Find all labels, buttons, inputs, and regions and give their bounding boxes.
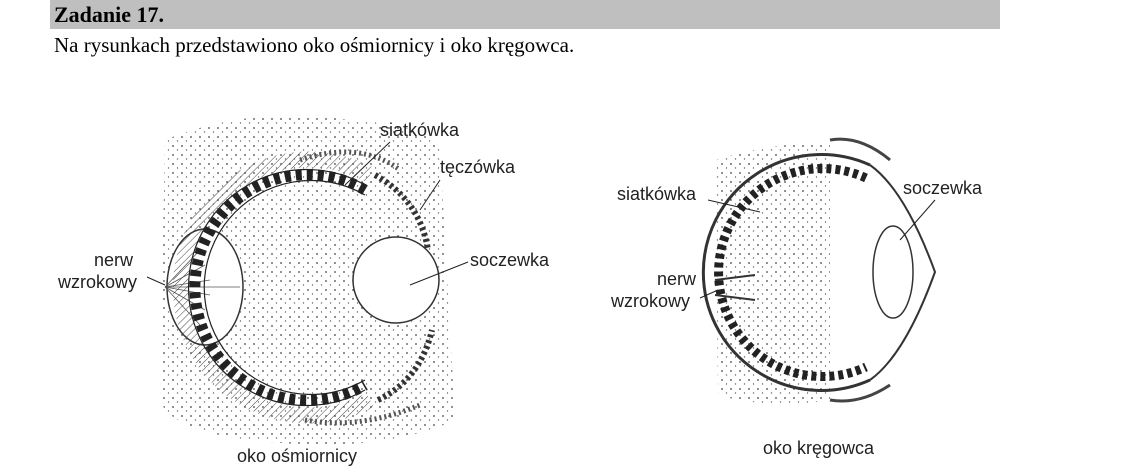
vertebrate-label-nerve-line1: nerw bbox=[657, 269, 697, 289]
octopus-label-nerve-line1: nerw bbox=[94, 250, 134, 270]
vertebrate-caption: oko kręgowca bbox=[763, 438, 875, 458]
octopus-retina bbox=[189, 169, 368, 406]
octopus-caption: oko ośmiornicy bbox=[237, 446, 357, 466]
octopus-lens bbox=[352, 236, 440, 324]
octopus-label-iris: tęczówka bbox=[440, 157, 516, 177]
vertebrate-label-retina: siatkówka bbox=[617, 184, 697, 204]
vertebrate-eye-drawing bbox=[701, 137, 937, 404]
intro-text: Na rysunkach przedstawiono oko ośmiornic… bbox=[54, 33, 575, 57]
octopus-label-retina: siatkówka bbox=[380, 120, 460, 140]
task-header-bar bbox=[50, 0, 1000, 29]
vertebrate-label-nerve-line2: wzrokowy bbox=[610, 291, 690, 311]
task-title: Zadanie 17. bbox=[54, 2, 165, 27]
octopus-label-nerve-line2: wzrokowy bbox=[57, 272, 137, 292]
vertebrate-optic-nerve bbox=[714, 274, 756, 301]
vertebrate-cornea bbox=[869, 164, 937, 381]
octopus-label-lens: soczewka bbox=[470, 250, 550, 270]
vertebrate-lens bbox=[872, 225, 914, 319]
vertebrate-retina bbox=[714, 164, 868, 381]
octopus-outer-layer bbox=[173, 151, 374, 424]
octopus-eye-drawing bbox=[160, 115, 455, 445]
octopus-iris bbox=[373, 172, 435, 403]
vertebrate-label-lens: soczewka bbox=[903, 178, 983, 198]
vertebrate-sclera bbox=[701, 153, 871, 392]
